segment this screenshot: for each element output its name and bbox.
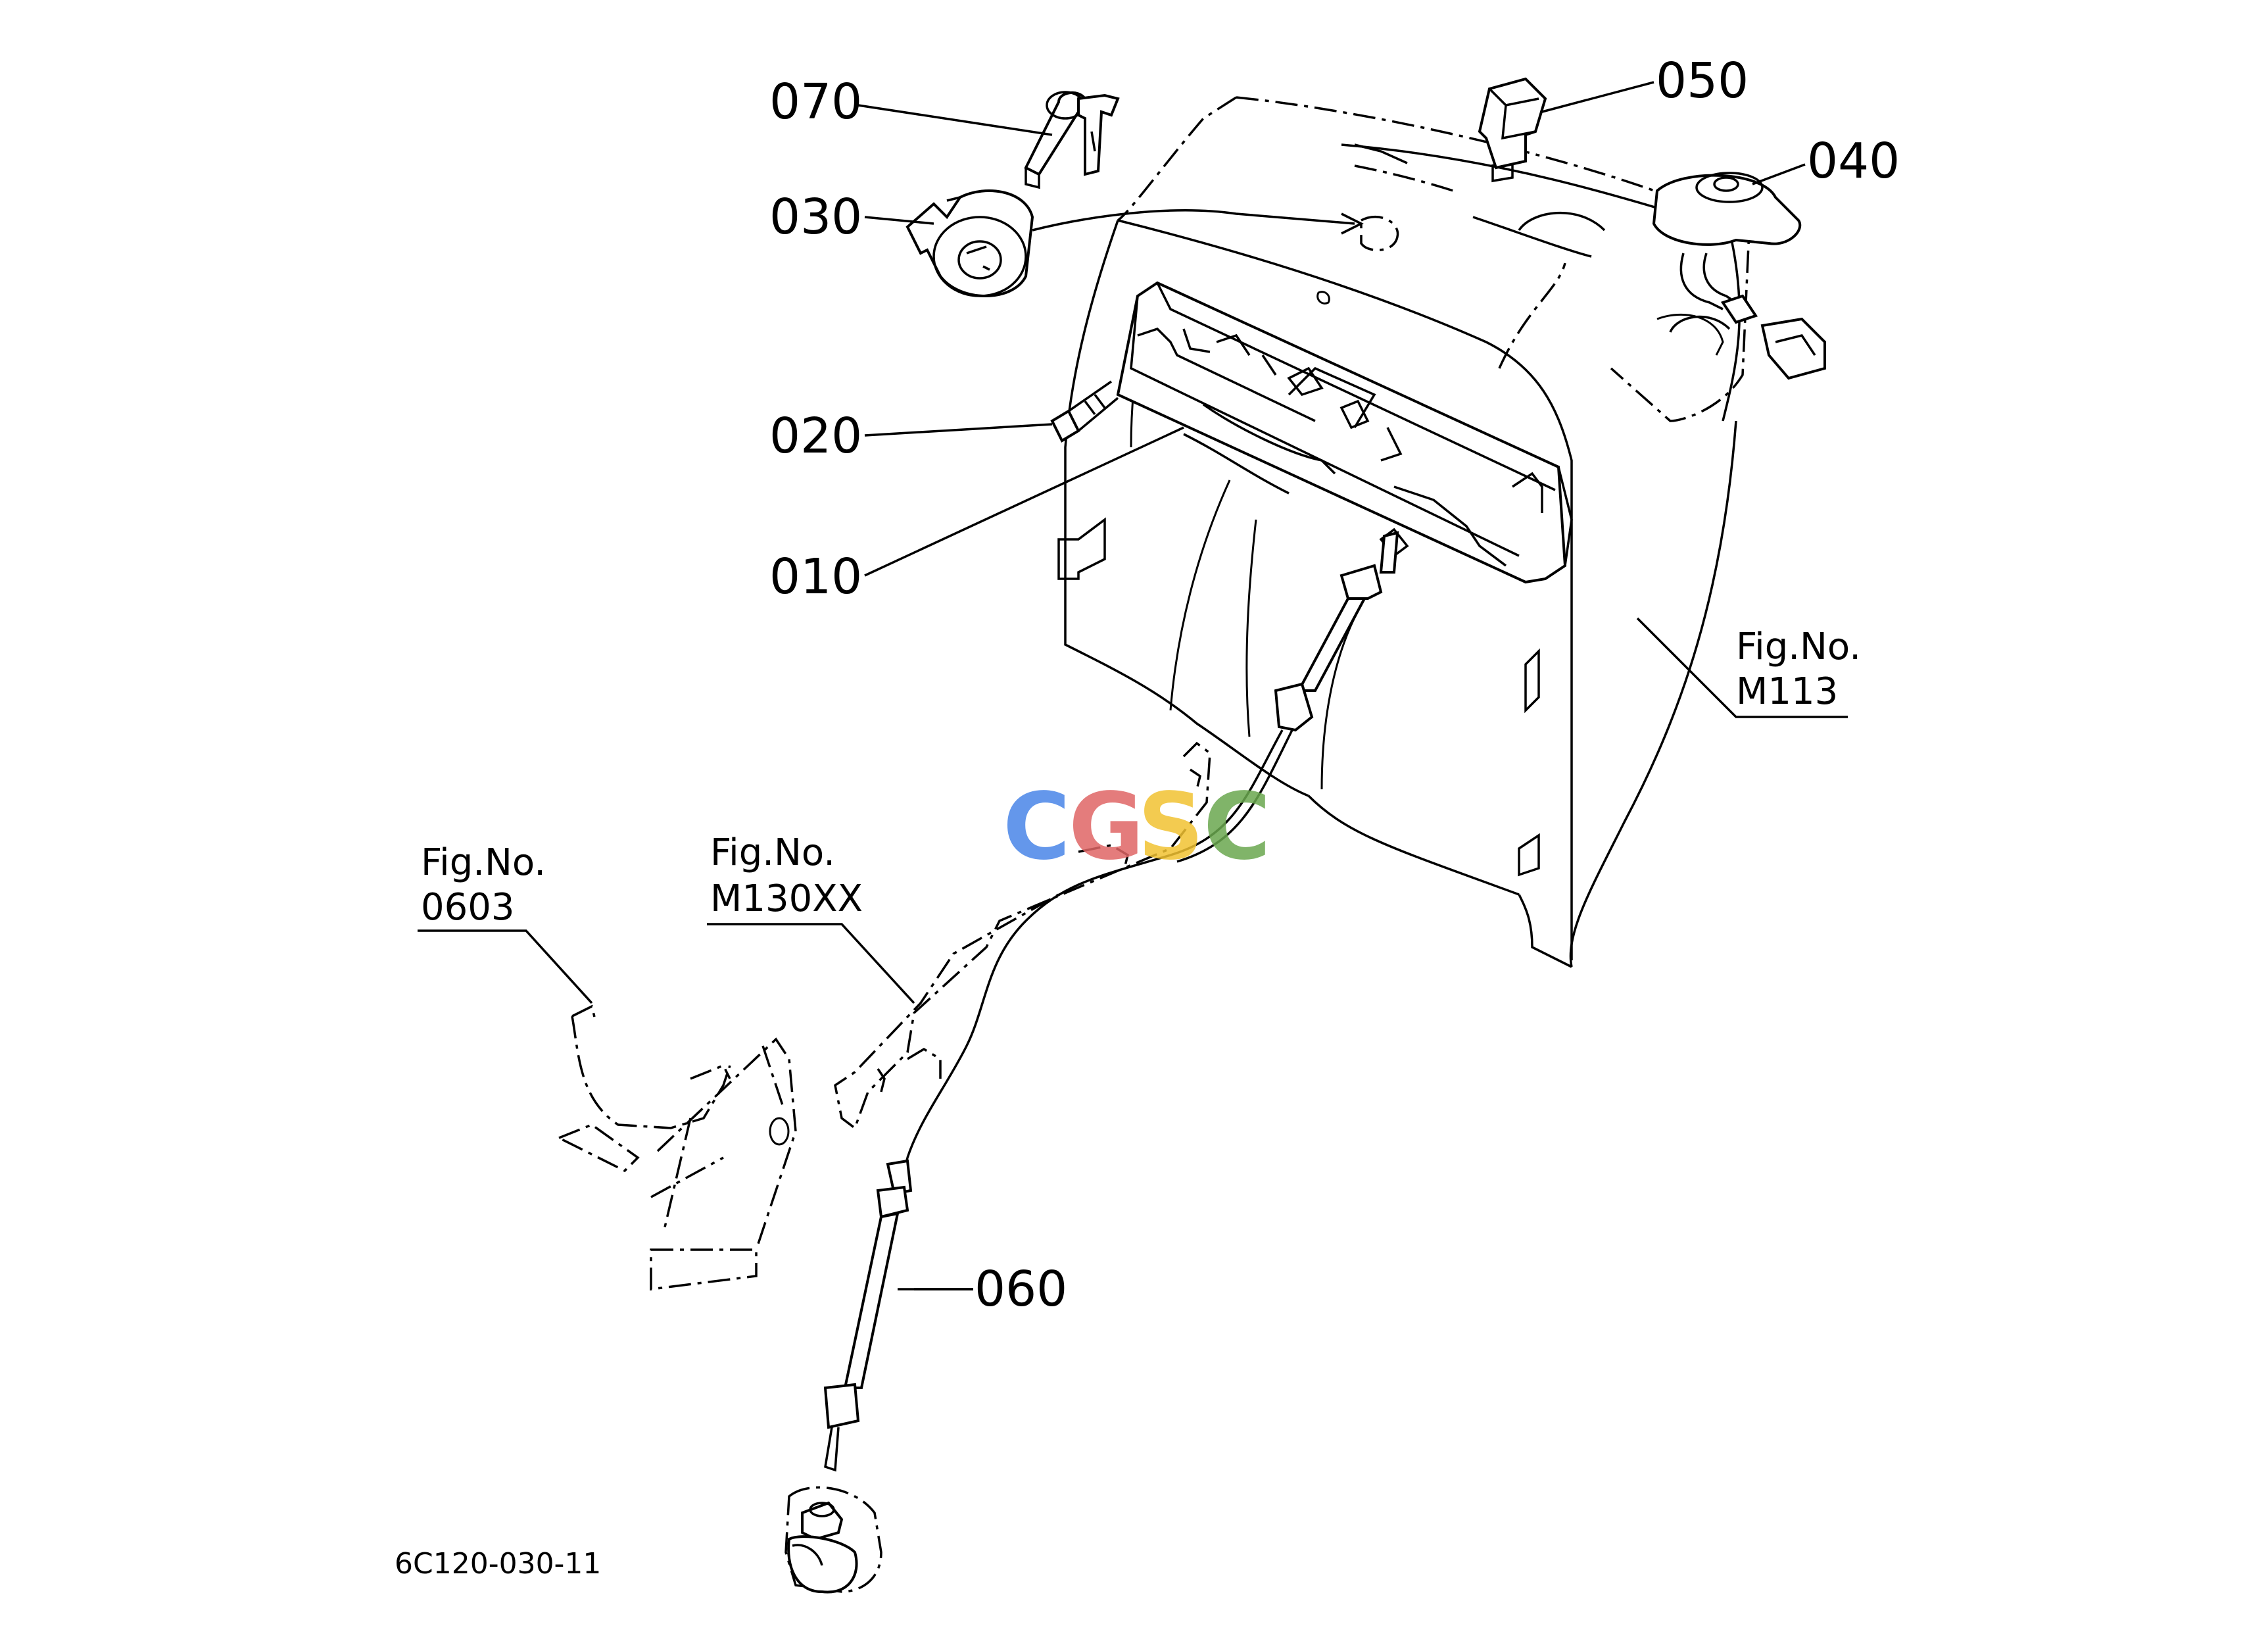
leader-030 xyxy=(864,216,934,225)
cgsc-watermark: C G S C xyxy=(1003,774,1271,881)
bracket-0603 xyxy=(556,1004,797,1291)
key-switch-030 xyxy=(905,189,1364,297)
diagram-code: 6C120-030-11 xyxy=(395,1547,601,1581)
ref-m130xx-code[interactable]: M130XX xyxy=(710,877,863,920)
callout-060[interactable]: 060 xyxy=(975,1261,1067,1317)
switch-050 xyxy=(1478,77,1547,183)
watermark-letter: G xyxy=(1069,774,1144,881)
leader-050 xyxy=(1541,81,1654,113)
watermark-letter: C xyxy=(1203,774,1271,881)
ref-0603-code[interactable]: 0603 xyxy=(421,886,515,929)
callout-030[interactable]: 030 xyxy=(769,189,862,245)
leader-0603 xyxy=(418,929,593,1004)
callout-labels: 070 030 020 010 050 040 060 xyxy=(769,53,1900,1317)
ref-m130xx-title[interactable]: Fig.No. xyxy=(710,831,835,874)
watermark-letter: C xyxy=(1003,774,1071,881)
leader-lines xyxy=(418,81,1806,1291)
callout-010[interactable]: 010 xyxy=(769,549,862,605)
leader-010 xyxy=(864,426,1184,577)
ref-0603-title[interactable]: Fig.No. xyxy=(421,841,546,884)
callout-050[interactable]: 050 xyxy=(1656,53,1749,109)
leader-040 xyxy=(1752,163,1806,185)
callout-040[interactable]: 040 xyxy=(1807,133,1900,189)
callout-020[interactable]: 020 xyxy=(769,408,862,464)
ref-m113-code[interactable]: M113 xyxy=(1736,670,1838,713)
screw-020 xyxy=(1050,380,1119,443)
cable-060 xyxy=(784,531,1399,1594)
leader-m130xx xyxy=(707,923,915,1004)
meter-assembly xyxy=(1116,281,1573,584)
ref-m113-title[interactable]: Fig.No. xyxy=(1736,626,1861,668)
bracket-m130xx xyxy=(834,741,1211,1130)
leader-020 xyxy=(864,423,1053,437)
watermark-letter: S xyxy=(1138,774,1204,881)
leader-070 xyxy=(857,104,1053,136)
callout-070[interactable]: 070 xyxy=(769,74,862,130)
socket-040 xyxy=(1652,172,1826,380)
keys-070 xyxy=(1024,91,1120,189)
figure-references: Fig.No. M113 Fig.No. M130XX Fig.No. 0603 xyxy=(421,626,1861,929)
